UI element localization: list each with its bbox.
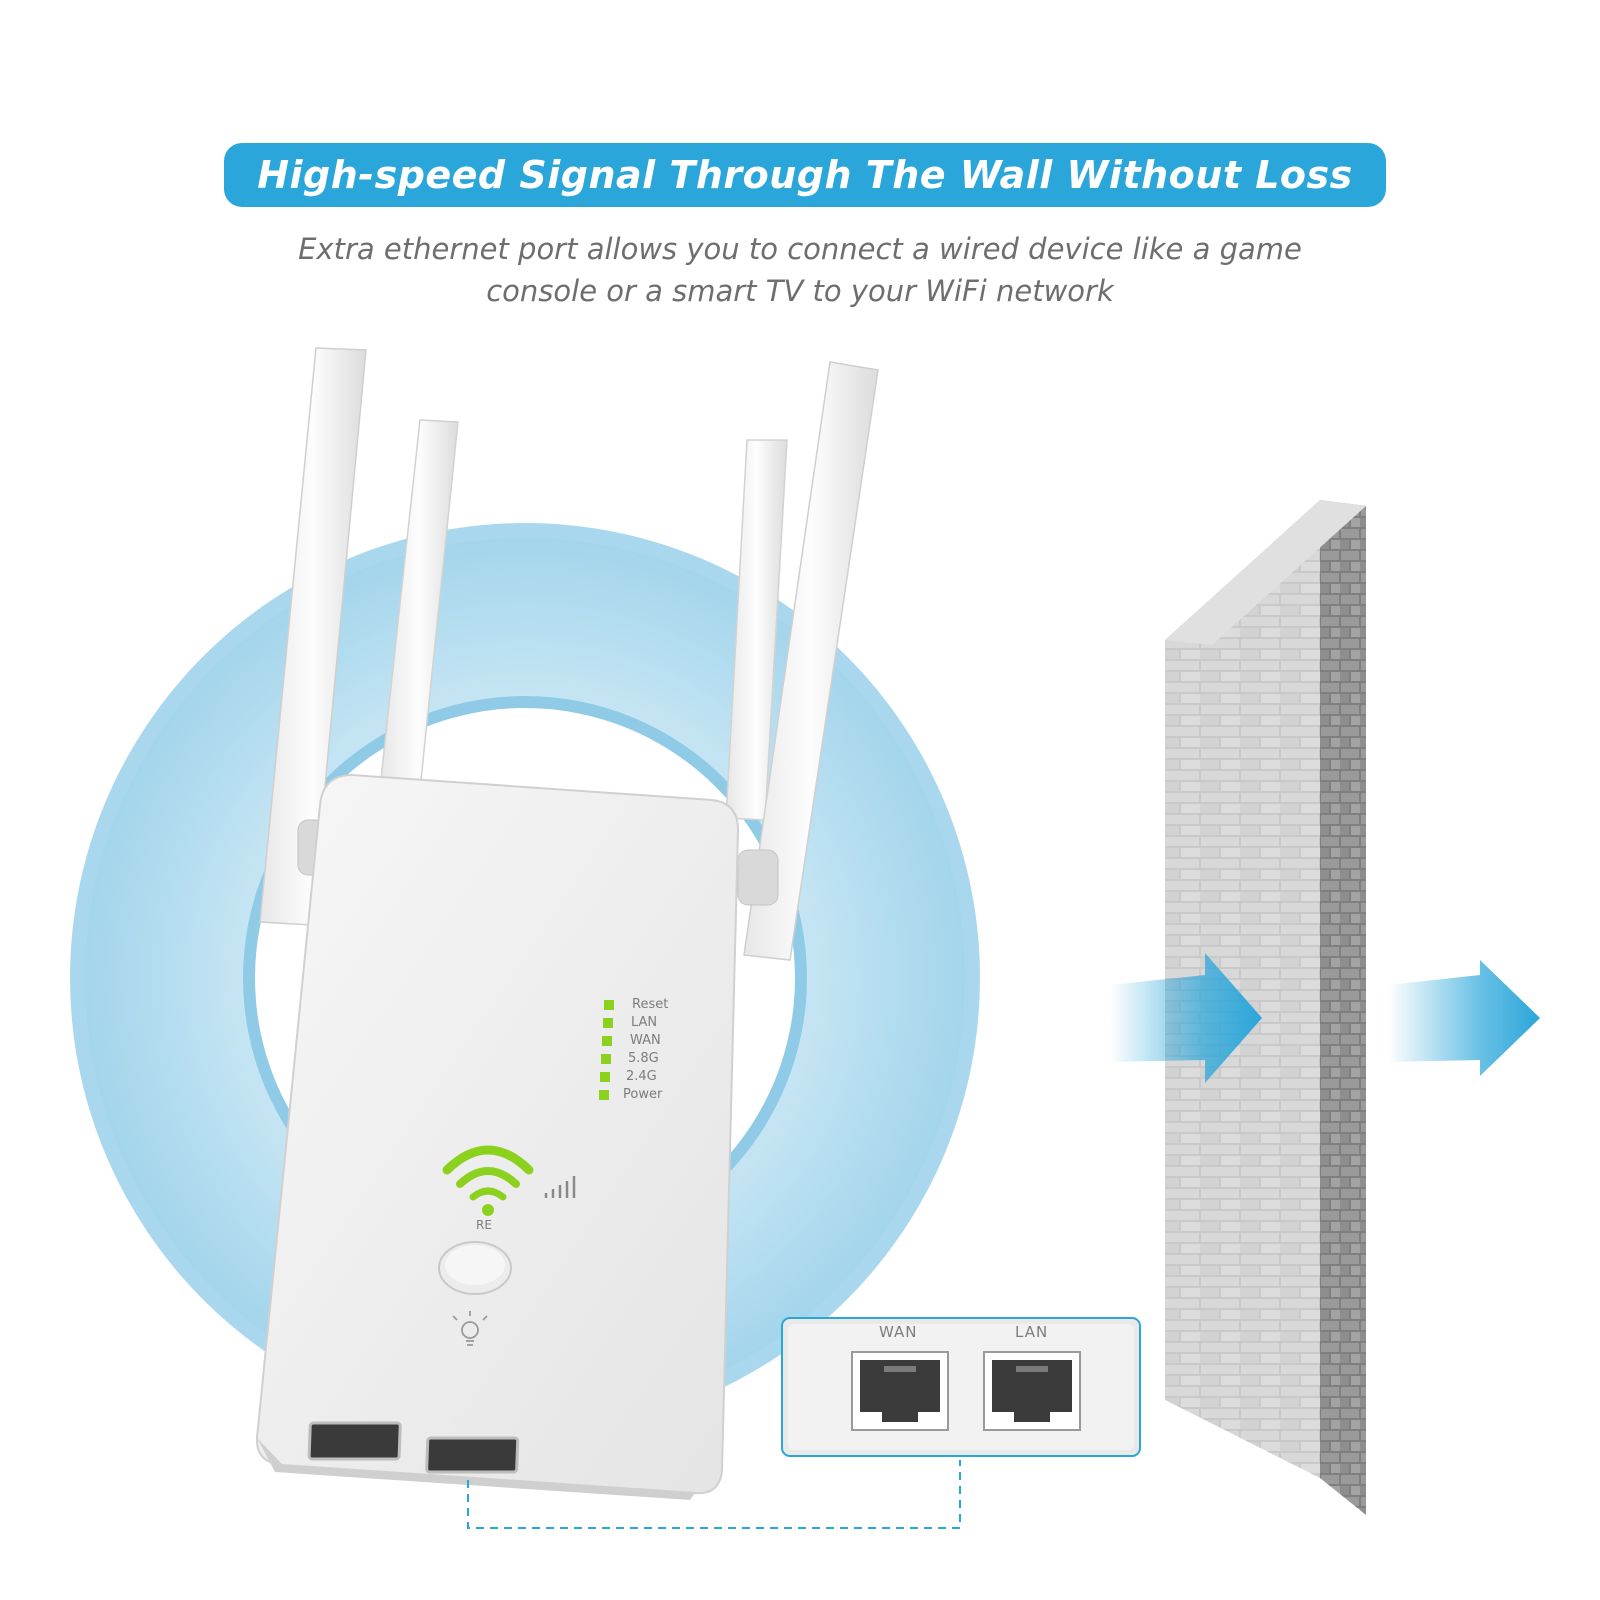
arrow-right-icon: [1388, 960, 1540, 1076]
lightbulb-icon: [452, 1311, 488, 1346]
led-24g: [600, 1072, 610, 1082]
led-label-lan: LAN: [631, 1015, 658, 1030]
subtitle-line-2: console or a smart TV to your WiFi netwo…: [486, 274, 1114, 308]
brick-wall: [1165, 500, 1366, 1515]
led-label-24g: 2.4G: [626, 1069, 657, 1084]
title-banner: High-speed Signal Through The Wall Witho…: [224, 143, 1386, 207]
subtitle: Extra ethernet port allows you to connec…: [160, 228, 1440, 312]
ethernet-port-icon: [983, 1351, 1081, 1431]
banner-title: High-speed Signal Through The Wall Witho…: [257, 153, 1353, 197]
device-wan-port: [307, 1421, 402, 1461]
led-label-58g: 5.8G: [628, 1051, 659, 1066]
ethernet-port-icon: [851, 1351, 949, 1431]
led-reset: [604, 1000, 614, 1010]
led-lan: [603, 1018, 613, 1028]
led-label-wan: WAN: [630, 1033, 661, 1048]
led-58g: [601, 1054, 611, 1064]
subtitle-line-1: Extra ethernet port allows you to connec…: [298, 232, 1302, 266]
dashed-connector: [467, 1460, 961, 1529]
arrow-right-icon: [1110, 953, 1262, 1083]
led-indicators: [599, 1000, 614, 1100]
device-lan-port: [425, 1436, 520, 1474]
antenna-front-right: [737, 361, 879, 961]
inset-wan-label: WAN: [879, 1323, 918, 1341]
wps-button[interactable]: [438, 1241, 512, 1295]
wifi-icon: [442, 1145, 534, 1216]
led-label-reset: Reset: [632, 997, 669, 1012]
inset-lan-label: LAN: [1015, 1323, 1049, 1341]
ports-inset: [781, 1317, 1141, 1457]
led-power: [599, 1090, 609, 1100]
led-label-power: Power: [623, 1087, 663, 1102]
wifi-re-label: RE: [476, 1218, 492, 1232]
repeater-device: [255, 773, 740, 1500]
led-wan: [602, 1036, 612, 1046]
signal-bars-icon: [544, 1176, 576, 1198]
